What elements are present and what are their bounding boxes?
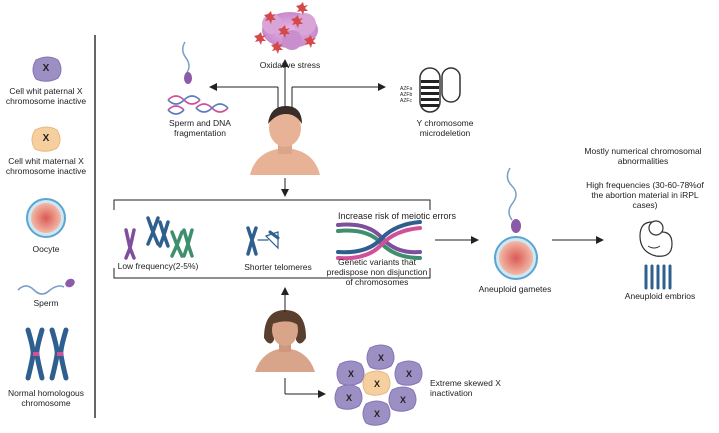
sperm-icon [17, 278, 75, 295]
female-person-icon [255, 310, 315, 372]
meiotic-chromosomes-icon [336, 220, 422, 261]
shorter-telomeres-label: Shorter telomeres [244, 262, 312, 272]
skew-x-mark: X [345, 393, 352, 403]
chromosome-cluster-icon [124, 216, 194, 260]
skew-x-mark: X [405, 369, 412, 379]
skewed-x-cells-icon [334, 344, 423, 426]
y-chromosome-icon [419, 67, 461, 113]
skewed-x-label: Extreme skewed X inactivation [430, 378, 501, 398]
azf-label: AZFc [400, 98, 412, 104]
oxidative-stress-icon [254, 2, 318, 54]
embryo-chromosomes-icon [644, 264, 672, 290]
box-top-bracket [113, 199, 431, 210]
aneuploid-embryos-label: Aneuploid embrios [624, 291, 696, 301]
telomere-icon [246, 226, 280, 256]
oxidative-stress-label: Oxidative stress [259, 60, 321, 70]
skew-x-mark: X [373, 409, 380, 419]
azf-label: AZFa [400, 86, 413, 92]
skew-x-mark: X [373, 379, 380, 389]
dna-fragmentation-label: Sperm and DNA fragmentation [169, 118, 231, 138]
skew-x-mark: X [377, 353, 384, 363]
oocyte-icon [26, 198, 66, 238]
high-frequencies-label: High frequencies (30-60-78%of the aborti… [586, 180, 704, 210]
legend-homologous-label: Normal homologous chromosome [7, 388, 85, 408]
y-microdeletion-label: Y chromosome microdeletion [416, 118, 474, 138]
aneuploid-gametes-label: Aneuploid gametes [478, 284, 552, 294]
male-person-icon [250, 106, 320, 175]
box-bottom-bracket [113, 268, 431, 279]
numerical-abnormalities-label: Mostly numerical chromosomal abnormaliti… [584, 146, 702, 166]
meiotic-errors-label: Increase risk of meiotic errors [337, 211, 457, 221]
sperm-dna-icon [167, 41, 229, 115]
skew-x-mark: X [399, 395, 406, 405]
legend-x-mark: X [42, 63, 50, 74]
aneuploid-gamete-icon [494, 167, 538, 280]
embryo-icon [639, 220, 673, 257]
low-frequency-label: Low frequency(2-5%) [117, 261, 199, 271]
homologous-chromosome-icon [25, 327, 69, 381]
legend-sperm-label: Sperm [33, 298, 59, 308]
legend-maternal-x-label: Cell whit maternal X chromosome inactive [5, 156, 87, 176]
legend-paternal-x-label: Cell whit paternal X chromosome inactive [5, 86, 87, 106]
azf-label: AZFb [400, 92, 413, 98]
legend-oocyte-label: Oocyte [32, 244, 60, 254]
legend-x-mark: X [42, 133, 50, 144]
purple-cell-icon [32, 56, 62, 82]
genetic-variants-label: Genetic variants that predispose non dis… [326, 257, 428, 287]
skew-x-mark: X [347, 369, 354, 379]
orange-cell-icon [31, 126, 61, 152]
